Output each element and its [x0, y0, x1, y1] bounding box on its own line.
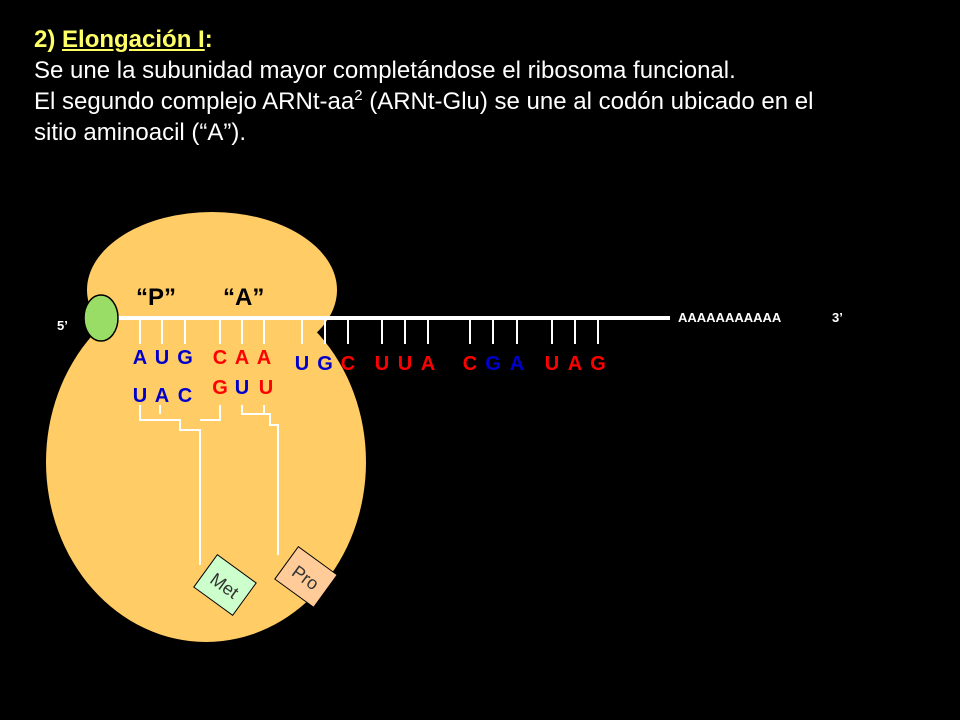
mrna-base: A	[133, 347, 147, 369]
anticodon-base: C	[178, 385, 192, 407]
slide-text: 2) Elongación I: Se une la subunidad may…	[34, 24, 934, 148]
pro-box	[274, 546, 338, 608]
trna-pro-stem-2	[241, 405, 279, 555]
met-box	[193, 554, 257, 616]
mrna-base: U	[375, 353, 389, 375]
three-prime-label: 3’	[832, 310, 843, 325]
amino-acid-pro: Pro	[274, 546, 338, 608]
trna-stems	[139, 405, 279, 565]
description-line-3: sitio aminoacil (“A”).	[34, 119, 247, 146]
five-prime-label: 5’	[57, 318, 68, 333]
title-colon: :	[204, 26, 213, 53]
mrna-base: C	[341, 353, 355, 375]
codon-ticks	[139, 320, 599, 344]
mrna-base: U	[545, 353, 559, 375]
ribosome-large-subunit	[46, 282, 366, 642]
site-p-label: “P”	[136, 284, 176, 311]
ribosome-small-subunit	[87, 212, 337, 368]
mrna-base: A	[510, 353, 524, 375]
mrna-base: G	[590, 353, 606, 375]
mrna-base: U	[295, 353, 309, 375]
mrna-base: A	[257, 347, 271, 369]
step-number: 2)	[34, 26, 56, 53]
amino-acid-met: Met	[193, 554, 257, 616]
mrna-base: U	[398, 353, 412, 375]
anticodon-base: A	[155, 385, 169, 407]
mrna-base: G	[177, 347, 193, 369]
description-line-2: El segundo complejo ARNt-aa2 (ARNt-Glu) …	[34, 86, 934, 117]
mrna-base: A	[235, 347, 249, 369]
line2-superscript: 2	[354, 87, 363, 104]
heading-line: 2) Elongación I:	[34, 24, 934, 55]
description-line-1: Se une la subunidad mayor completándose …	[34, 57, 736, 84]
anticodon-base: U	[133, 385, 147, 407]
line2-prefix: El segundo complejo ARNt-aa	[34, 88, 355, 115]
mrna-base: A	[421, 353, 435, 375]
mrna-base: A	[568, 353, 582, 375]
site-a-label: “A”	[223, 284, 264, 311]
anticodon-base: G	[212, 377, 228, 399]
mrna-base: G	[485, 353, 501, 375]
mrna-base: C	[463, 353, 477, 375]
mrna-base: C	[213, 347, 227, 369]
anticodon-base: U	[235, 377, 249, 399]
poly-a-tail: AAAAAAAAAAA	[678, 310, 782, 325]
trna-met-stem	[139, 405, 201, 565]
line2-suffix: (ARNt-Glu) se une al codón ubicado en el	[362, 88, 814, 115]
trna-pro-stem	[200, 405, 221, 421]
step-title: Elongación I	[62, 26, 205, 53]
anticodon-base: U	[259, 377, 273, 399]
five-prime-cap	[83, 294, 119, 342]
mrna-base: U	[155, 347, 169, 369]
mrna-base: G	[317, 353, 333, 375]
